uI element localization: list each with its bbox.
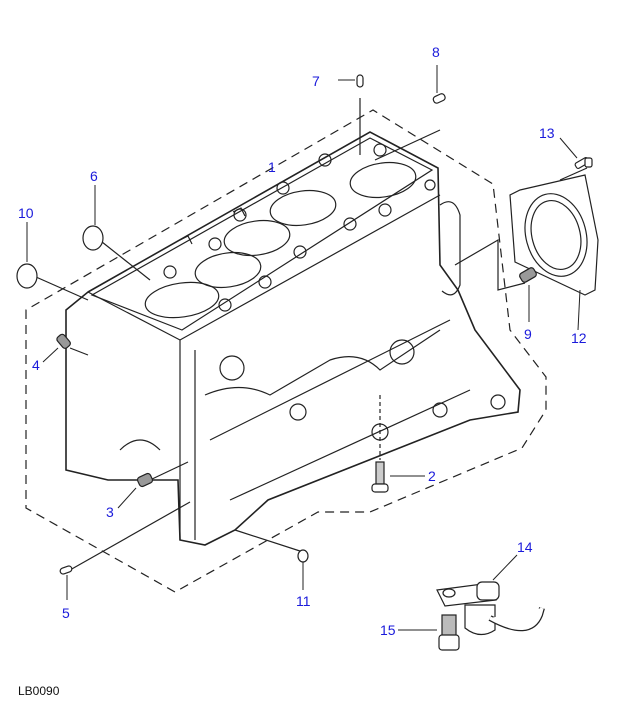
bolt-15[interactable]	[438, 614, 460, 651]
dowel-5[interactable]	[59, 565, 73, 575]
dowel-7[interactable]	[356, 74, 364, 88]
core-plug-6[interactable]	[82, 225, 104, 251]
rear-oil-seal-housing-12[interactable]	[509, 174, 599, 296]
callout-2[interactable]: 2	[428, 468, 436, 484]
dowel-8[interactable]	[432, 93, 446, 104]
diagram-reference-code: LB0090	[18, 684, 60, 698]
callout-14[interactable]: 14	[517, 539, 533, 555]
callout-13[interactable]: 13	[539, 125, 555, 141]
bolt-2[interactable]	[371, 461, 389, 493]
plug-9[interactable]	[519, 267, 538, 284]
callout-12[interactable]: 12	[571, 330, 587, 346]
callout-6[interactable]: 6	[90, 168, 98, 184]
cylinder-block[interactable]	[65, 131, 521, 546]
callout-7[interactable]: 7	[312, 73, 320, 89]
callout-8[interactable]: 8	[432, 44, 440, 60]
callout-3[interactable]: 3	[106, 504, 114, 520]
bolt-13[interactable]	[574, 157, 593, 169]
callout-4[interactable]: 4	[32, 357, 40, 373]
callout-1[interactable]: 1	[268, 159, 276, 175]
callout-9[interactable]: 9	[524, 326, 532, 342]
callout-10[interactable]: 10	[18, 205, 34, 221]
callout-5[interactable]: 5	[62, 605, 70, 621]
callout-11[interactable]: 11	[296, 593, 311, 609]
plug-11[interactable]	[297, 549, 309, 563]
plug-4[interactable]	[56, 333, 72, 350]
core-plug-10[interactable]	[16, 263, 38, 289]
assembly-boundary	[25, 109, 547, 593]
callout-15[interactable]: 15	[380, 622, 396, 638]
piston-cooling-jet-14[interactable]	[436, 581, 545, 636]
plug-3[interactable]	[136, 472, 154, 488]
